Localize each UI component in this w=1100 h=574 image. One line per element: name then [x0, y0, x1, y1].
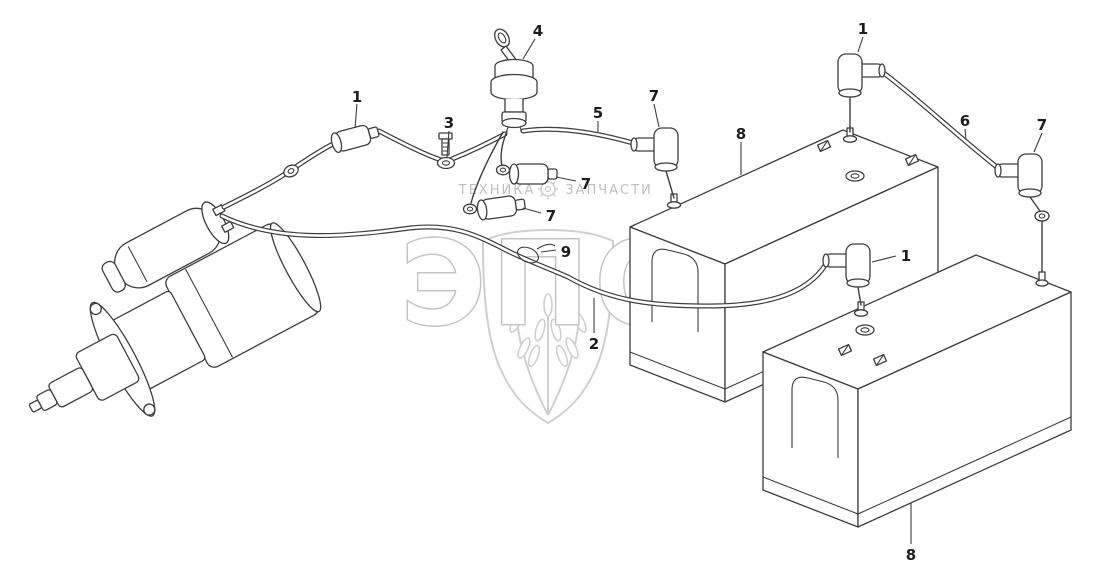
ring-terminal — [495, 164, 511, 176]
terminal-boot — [476, 195, 526, 221]
callout: 7 — [649, 87, 660, 128]
cable-starter-to-switch — [294, 128, 508, 169]
callout-label: 3 — [444, 114, 454, 132]
ignition-switch — [490, 28, 538, 134]
battery-handle — [651, 248, 699, 332]
starter-terminal-stud — [220, 220, 235, 233]
ring-terminal — [1034, 210, 1050, 222]
battery-lower — [762, 254, 1072, 528]
callout-label: 8 — [906, 546, 916, 564]
watermark-tagline-right: ЗАПЧАСТИ — [565, 183, 653, 198]
callout: 5 — [593, 104, 603, 132]
watermark-shield — [481, 228, 615, 425]
battery-vent — [872, 353, 888, 367]
ring-terminal — [283, 164, 299, 178]
starter-motor — [28, 201, 322, 417]
callout-label: 9 — [561, 243, 571, 261]
callout: 6 — [960, 112, 970, 141]
battery-vent — [837, 343, 853, 357]
callout: 4 — [522, 22, 543, 60]
callout-label: 4 — [533, 22, 543, 40]
callout-label: 1 — [858, 20, 868, 38]
cable-ground-strap — [221, 171, 288, 210]
callout: 2 — [589, 298, 599, 353]
callout-label: 7 — [649, 87, 659, 105]
callout-label: 7 — [546, 207, 556, 225]
callout: 7 — [1033, 116, 1047, 153]
callout-label: 8 — [736, 125, 746, 143]
terminal-stem — [1029, 196, 1041, 212]
callout-label: 7 — [581, 175, 591, 193]
watermark-tagline-left: ТЕХНИКА — [458, 183, 536, 198]
battery-upper — [629, 127, 939, 403]
terminal-boot-elbow — [630, 127, 679, 172]
bolt — [436, 132, 456, 170]
battery-cap — [845, 170, 865, 182]
watermark: ЭПО ТЕХНИКА ЗАПЧАСТИ — [399, 179, 695, 425]
cable-switch-to-battery — [520, 126, 636, 146]
callout: 7 — [555, 175, 591, 193]
battery-cap — [855, 324, 875, 336]
switch-wire-2 — [470, 131, 504, 204]
callout: 8 — [906, 503, 916, 564]
terminal-boot — [508, 163, 558, 185]
watermark-wheat — [509, 293, 587, 416]
callout-label: 5 — [593, 104, 603, 122]
callout: 1 — [871, 247, 911, 265]
callout: 3 — [444, 114, 454, 158]
cable-main-positive — [219, 213, 829, 309]
callout-label: 1 — [352, 88, 362, 106]
battery-vent — [904, 153, 920, 167]
switch-wire-1 — [500, 130, 508, 167]
callout-label: 1 — [901, 247, 911, 265]
ring-terminal — [462, 203, 478, 215]
battery-handle — [791, 376, 839, 458]
callout: 9 — [540, 243, 571, 261]
callout-label: 6 — [960, 112, 970, 130]
ignition-key — [493, 28, 518, 66]
callout: 8 — [736, 125, 746, 175]
battery-vent — [816, 139, 832, 153]
callout: 1 — [352, 88, 362, 129]
callout-label: 2 — [589, 335, 599, 353]
terminal-stem — [665, 170, 675, 199]
terminal-boot-elbow — [994, 153, 1043, 198]
cable-battery-interconnect — [878, 68, 1001, 171]
terminal-stem — [857, 286, 862, 306]
cable-tie — [517, 243, 556, 264]
callout: 7 — [522, 207, 556, 225]
callout-label: 7 — [1037, 116, 1047, 134]
callout: 1 — [857, 20, 868, 53]
terminal-boot-elbow — [837, 53, 886, 98]
terminal-boot — [330, 124, 380, 154]
terminal-boot-elbow — [822, 243, 871, 288]
